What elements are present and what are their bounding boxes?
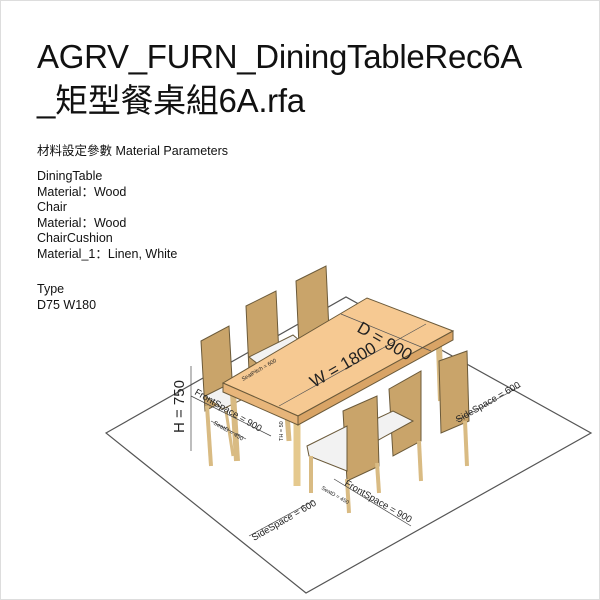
material-param: Material_1：Linen, White: [37, 246, 178, 261]
type-value: D75 W180: [37, 297, 97, 312]
section-heading: 材料設定參數 Material Parameters: [37, 144, 229, 158]
material-group: Chair: [37, 200, 67, 214]
thickness-label: TH = 50: [279, 421, 285, 441]
title-line-1: AGRV_FURN_DiningTableRec6A: [37, 38, 522, 75]
chairs-front: [306, 350, 470, 514]
chair: [306, 395, 381, 514]
side-space-left-label: SideSpace = 600: [250, 498, 318, 544]
material-param: Material：Wood: [37, 184, 127, 199]
type-block: Type D75 W180: [37, 282, 96, 313]
type-label: Type: [37, 282, 65, 296]
chair: [438, 350, 470, 467]
page-title: AGRV_FURN_DiningTableRec6A _矩型餐桌組6A.rfa: [37, 35, 522, 123]
material-group: ChairCushion: [37, 231, 113, 245]
title-line-2: _矩型餐桌組6A.rfa: [37, 82, 305, 119]
dimension-lines: [190, 366, 522, 537]
material-list: DiningTable Material：Wood Chair Material…: [37, 169, 177, 262]
material-group: DiningTable: [37, 169, 103, 183]
height-label: H = 750: [171, 380, 188, 433]
material-param: Material：Wood: [37, 215, 127, 230]
